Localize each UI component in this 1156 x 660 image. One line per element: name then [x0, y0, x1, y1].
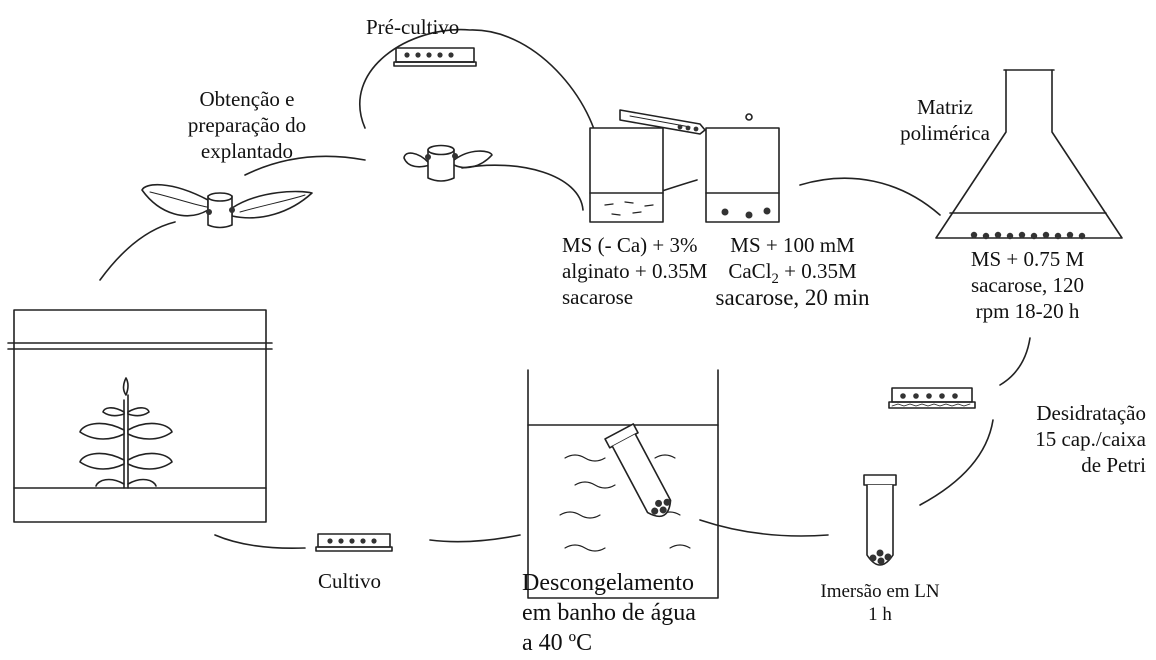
preculture-label: Pré-cultivo: [366, 15, 460, 39]
thaw-label: Descongelamento em banho de água a 40 ºC: [522, 568, 696, 658]
matrix-label: Matriz polimérica: [900, 94, 990, 146]
dehydration-label: Desidratação 15 cap./caixa de Petri: [1006, 400, 1146, 478]
calcium-label-line-3: sacarose, 20 min: [715, 285, 870, 310]
calcium-solution-label: MS + 100 mM CaCl2 + 0.35M sacarose, 20 m…: [700, 232, 885, 312]
matrix-label-line-2: polimérica: [900, 121, 990, 145]
dehydration-label-line-1: Desidratação: [1036, 401, 1146, 425]
explant-label: Obtenção e preparação do explantado: [152, 86, 342, 164]
immersion-label: Imersão em LN 1 h: [800, 580, 960, 626]
thaw-label-line-3: a 40 ºC: [522, 630, 593, 656]
culture-box-with-plant: [7, 309, 273, 523]
explant-leaves-icon: [141, 183, 313, 229]
alginate-label-line-3: sacarose: [562, 285, 634, 309]
dehydration-petri-dish: [888, 387, 976, 409]
explant-label-line-3: explantado: [200, 139, 294, 163]
matrix-label-line-1: Matriz: [917, 95, 973, 119]
thaw-label-line-2: em banho de água: [522, 600, 696, 626]
cacl-concentration: + 0.35M: [778, 259, 857, 283]
erlenmeyer-flask: [935, 69, 1123, 240]
culture-petri-dish: [315, 533, 393, 552]
immersion-label-line-2: 1 h: [868, 604, 892, 625]
calcium-label-line-2: CaCl2 + 0.35M: [700, 258, 885, 288]
preculture-petri-dish: [393, 47, 477, 67]
thaw-label-line-1: Descongelamento: [522, 570, 694, 596]
alginate-label-line-1: MS (- Ca) + 3%: [562, 233, 698, 257]
pipette-icon: [619, 109, 706, 135]
alginate-beaker: [589, 127, 664, 223]
alginate-label-line-2: alginato + 0.35M: [562, 259, 708, 283]
flask-label-line-1: MS + 0.75 M: [970, 247, 1085, 271]
connector-arrows: [99, 28, 1031, 550]
water-bath: [527, 369, 719, 599]
cacl-subscript: 2: [771, 271, 779, 288]
dehydration-label-line-2: 15 cap./caixa: [1035, 427, 1146, 451]
dehydration-label-line-3: de Petri: [1081, 453, 1146, 477]
calcium-chloride-beaker: [705, 113, 780, 223]
flask-conditions-label: MS + 0.75 M sacarose, 120 rpm 18-20 h: [955, 246, 1100, 324]
flask-label-line-2: sacarose, 120: [970, 273, 1085, 297]
calcium-label-line-1: MS + 100 mM: [730, 233, 855, 257]
flask-label-line-3: rpm 18-20 h: [975, 299, 1080, 323]
explant-label-line-2: preparação do: [187, 113, 307, 137]
cryotube-icon: [863, 474, 897, 566]
prepared-explant-icon: [403, 144, 493, 182]
alginate-solution-label: MS (- Ca) + 3% alginato + 0.35M sacarose: [562, 232, 707, 310]
cacl-text: CaCl: [728, 259, 772, 283]
immersion-label-line-1: Imersão em LN: [820, 581, 940, 602]
culture-label: Cultivo: [318, 569, 382, 593]
explant-label-line-1: Obtenção e: [199, 87, 295, 111]
